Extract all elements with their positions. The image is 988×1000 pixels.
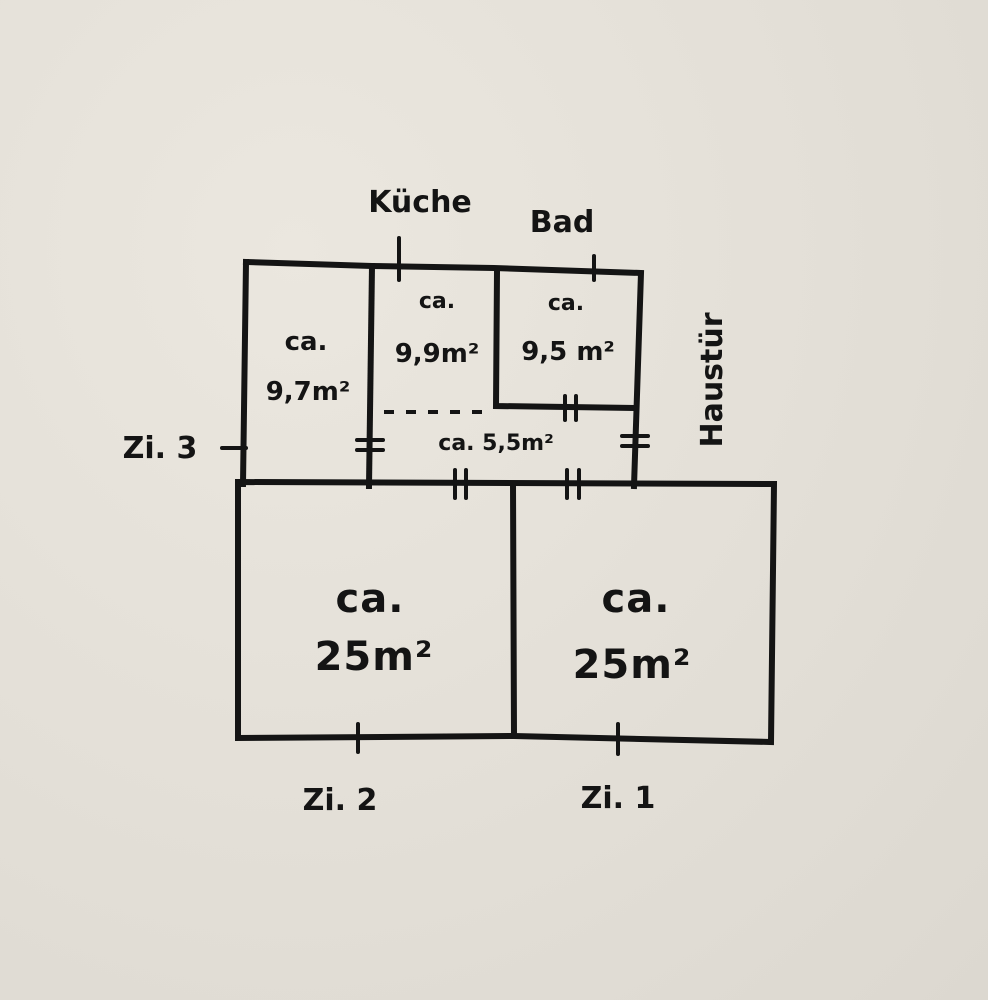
zi-divider-wall [509,480,518,740]
upper-block-outline [242,258,645,490]
lower-block-outline [235,478,778,746]
walls [235,258,778,746]
zi3-label: Zi. 3 [123,431,198,466]
kueche-ca: ca. [419,289,455,314]
room-labels: ca. 9,7m² ca. 9,9m² ca. 9,5 m² ca. 5,5m²… [266,289,692,688]
zi3-left-wall [239,258,250,488]
bad-area: 9,5 m² [521,337,615,367]
zi1-ca: ca. [602,576,671,622]
external-labels: Küche Bad Zi. 3 Zi. 2 Zi. 1 Haustür [123,185,730,818]
zi3-area: 9,7m² [266,377,351,407]
zi3-right-wall [365,262,376,490]
zi1-area: 25m² [573,642,692,688]
zi3-ca: ca. [285,327,328,357]
haustuer-label: Haustür [695,312,730,447]
kueche-area: 9,9m² [395,339,480,369]
zi2-ca: ca. [336,576,405,622]
zi2-area: 25m² [315,634,434,680]
kueche-label: Küche [368,185,472,220]
flur-area: ca. 5,5m² [438,431,553,456]
bad-label: Bad [530,205,595,240]
bad-box [492,268,636,412]
zi1-label: Zi. 1 [581,781,656,816]
door-marks [220,236,650,756]
bad-ca: ca. [548,291,584,316]
zi2-label: Zi. 2 [303,783,378,818]
